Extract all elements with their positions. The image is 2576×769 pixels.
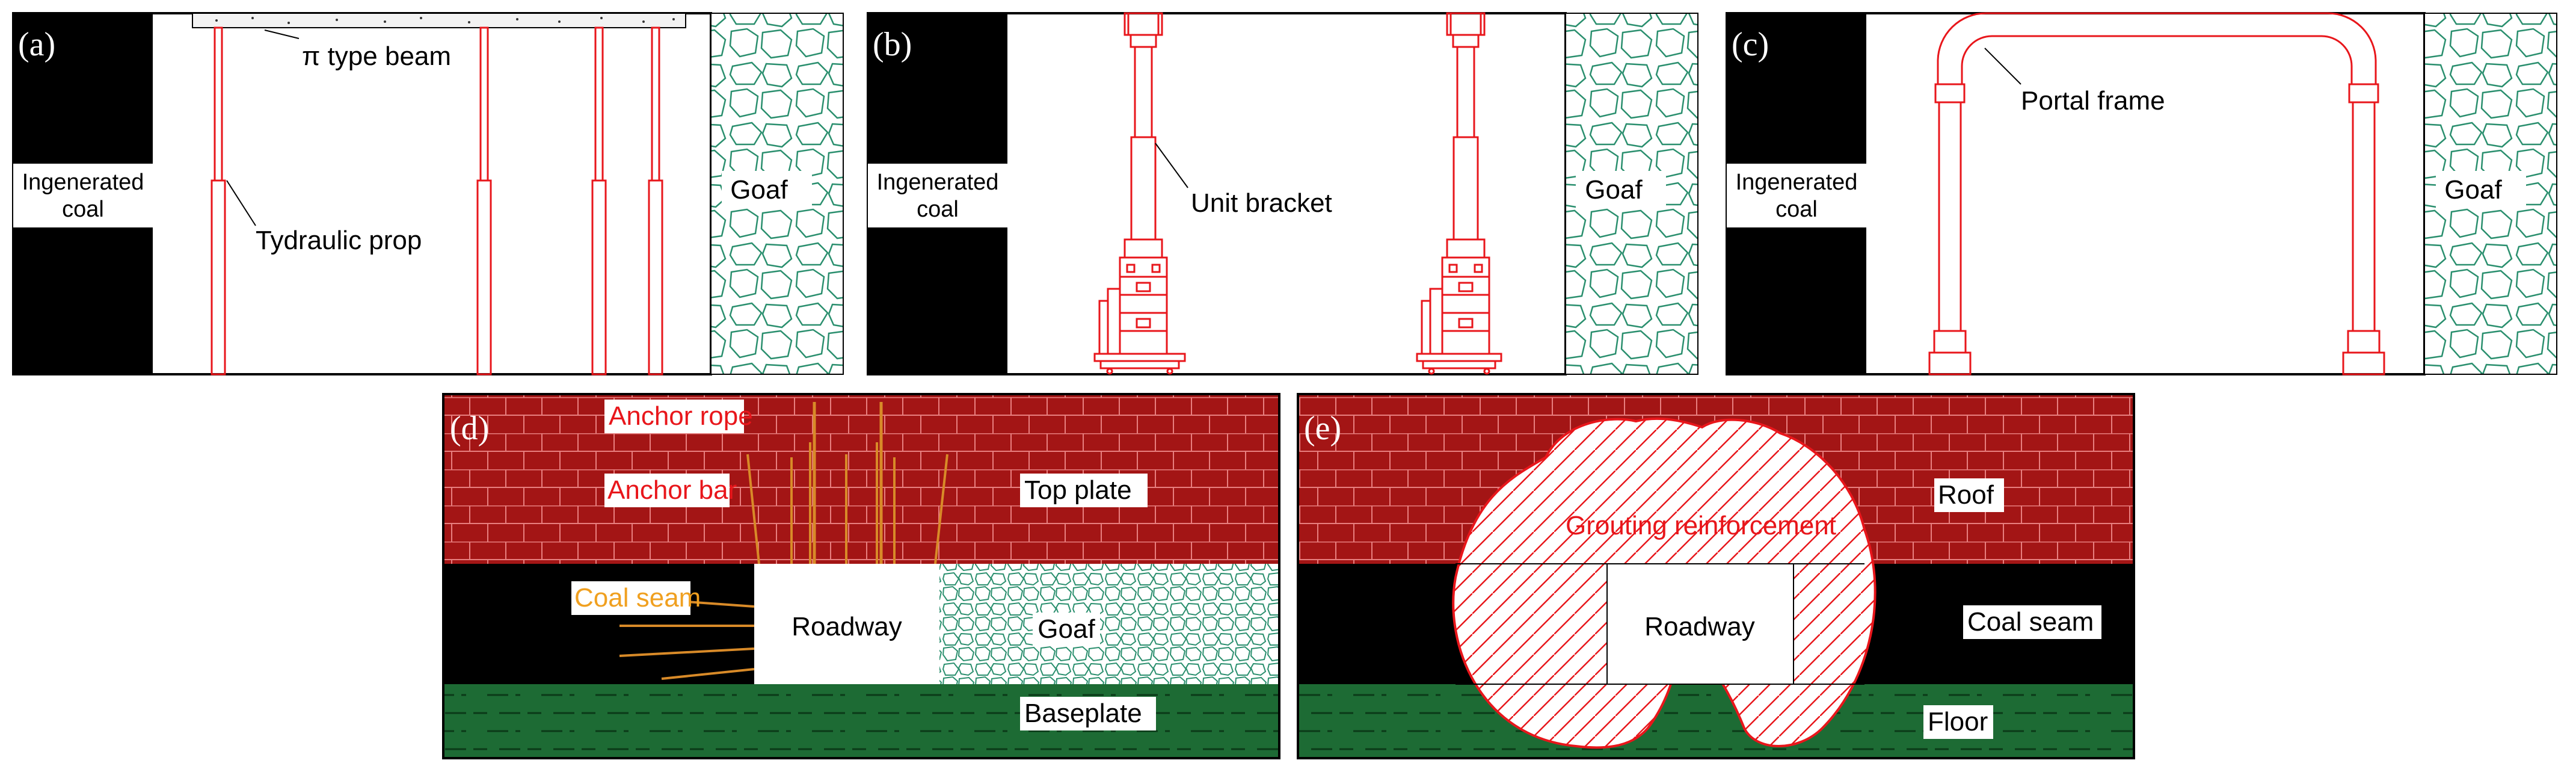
panel-a-coal-label-line1: Ingenerated [22,170,144,195]
panel-c-goaf-label: Goaf [2444,175,2502,205]
panel-c-coal-label-line2: coal [1775,197,1818,222]
roadway-label-d: Roadway [792,612,902,641]
frame-leader [1984,48,2021,85]
panel-c-coal-label-line1: Ingenerated [1736,170,1858,195]
top-plate-label-box [1020,474,1148,507]
anchor-ropes [813,402,883,564]
goaf-label-box-d [1033,613,1100,646]
anchor-rope-label-box [604,400,744,433]
panel-b-goaf-label-box [1576,171,1666,208]
bracket-label: Unit bracket [1191,188,1332,218]
panel-c-coal-label-box [1727,164,1866,227]
roof-label: Roof [1938,480,1994,510]
goaf-layer [939,564,1279,684]
panel-a-goaf-label: Goaf [730,175,788,205]
anchor-rope-label: Anchor rope [609,401,753,431]
panel-b-coal-label-line1: Ingenerated [877,170,999,195]
panel-b-coal-label-line2: coal [917,197,959,222]
hydraulic-props [211,26,663,375]
goaf-label-d: Goaf [1037,614,1095,644]
roadway-opening [754,564,939,684]
unit-bracket-left [1093,12,1186,375]
pi-type-beam [192,13,686,28]
coal-seam-label-box-e [1963,605,2101,639]
unit-bracket-right [1416,12,1502,375]
panel-c: Ingenerated coal Goaf (c) Portal frame [1726,12,2557,375]
panel-a-tag: (a) [18,26,55,63]
grouting-label: Grouting reinforcement [1566,511,1836,540]
panel-b-goaf-label: Goaf [1585,175,1643,205]
floor-label: Floor [1928,707,1988,737]
panel-e-frame [1297,393,2135,759]
panel-a-coal-label-line2: coal [62,197,104,222]
roof-label-box [1934,478,2004,512]
baseplate-label-box [1020,697,1156,730]
roadway-label-e: Roadway [1644,612,1754,641]
panel-a-coal-label-box [13,164,153,227]
panel-a: Ingenerated coal Goaf (a) π type beam Ty… [12,12,844,375]
frame-label: Portal frame [2021,86,2165,116]
top-plate-layer [443,394,1279,564]
beam-leader [264,29,300,39]
baseplate-label: Baseplate [1024,699,1142,728]
anchor-bars-roof [746,442,948,564]
roadway-opening-e [1606,563,1794,685]
prop-leader [226,180,256,226]
panel-d-tag: (d) [450,410,489,447]
floor-label-box [1923,705,1993,739]
panel-c-goaf-label-box [2436,171,2526,208]
beam-texture [215,17,675,24]
coal-seam-label-box-d [571,581,690,615]
panel-d: Anchor rope Anchor bar Top plate Coal se… [442,393,1280,759]
coal-seam-label-e: Coal seam [1967,607,2094,637]
prop-label: Tydraulic prop [256,226,422,255]
portal-frame [1928,12,2385,375]
bracket-leader [1155,143,1188,188]
panel-d-frame [442,393,1280,759]
panel-c-tag: (c) [1732,26,1769,63]
top-plate-label: Top plate [1024,475,1132,505]
panel-a-goaf-label-box [722,171,812,208]
beam-label: π type beam [302,42,451,71]
panel-e: Grouting reinforcement Roadway Roof Coal… [1297,393,2135,759]
panel-b-tag: (b) [873,26,912,63]
panel-e-tag: (e) [1304,410,1341,447]
floor-layer [1298,684,2134,758]
panel-b: Ingenerated coal Goaf (b) [867,12,1698,375]
panel-b-coal-label-box [868,164,1007,227]
coal-seam-label-d: Coal seam [574,583,701,613]
anchor-bar-label-box [604,474,730,507]
anchor-bar-label: Anchor bar [607,475,737,505]
